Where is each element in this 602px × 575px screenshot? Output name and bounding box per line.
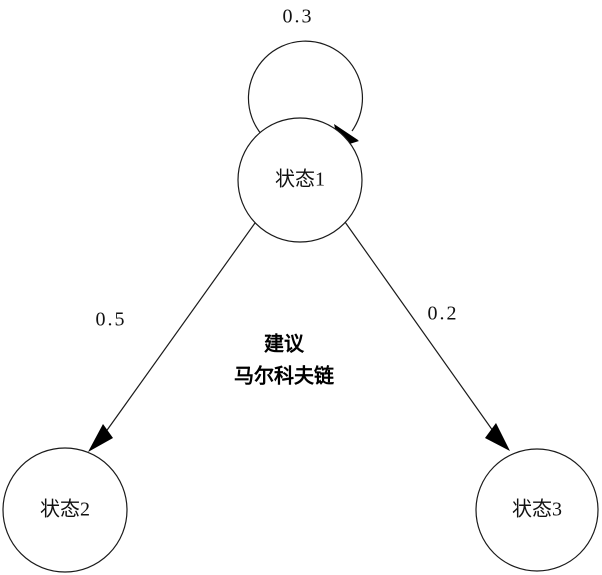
edge-weight-state1-state3: 0.2 <box>428 303 459 325</box>
arrowhead-state2 <box>88 424 113 452</box>
node-label-state2: 状态2 <box>40 498 90 521</box>
edge-state1-to-state3 <box>344 221 510 451</box>
node-state2[interactable]: 状态2 <box>2 447 128 573</box>
edge-state1-to-state2 <box>88 222 256 452</box>
node-state3[interactable]: 状态3 <box>475 448 599 572</box>
edge-line-s1-s3 <box>344 221 499 439</box>
edge-weight-state1-state2: 0.5 <box>96 309 127 331</box>
node-label-state3: 状态3 <box>512 498 562 521</box>
node-circle-state1[interactable] <box>237 117 363 243</box>
arrowhead-state3 <box>485 423 510 451</box>
self-loop-arc <box>247 40 364 136</box>
node-circle-state2[interactable] <box>2 447 128 573</box>
caption-line-2: 马尔科夫链 <box>234 363 335 387</box>
edge-line-s1-s2 <box>99 222 256 441</box>
node-label-state1: 状态1 <box>275 168 325 191</box>
edge-weight-self-loop: 0.3 <box>283 6 314 28</box>
node-circle-state3[interactable] <box>475 448 599 572</box>
node-state1[interactable]: 状态1 <box>237 117 363 243</box>
caption-line-1: 建议 <box>264 331 305 355</box>
